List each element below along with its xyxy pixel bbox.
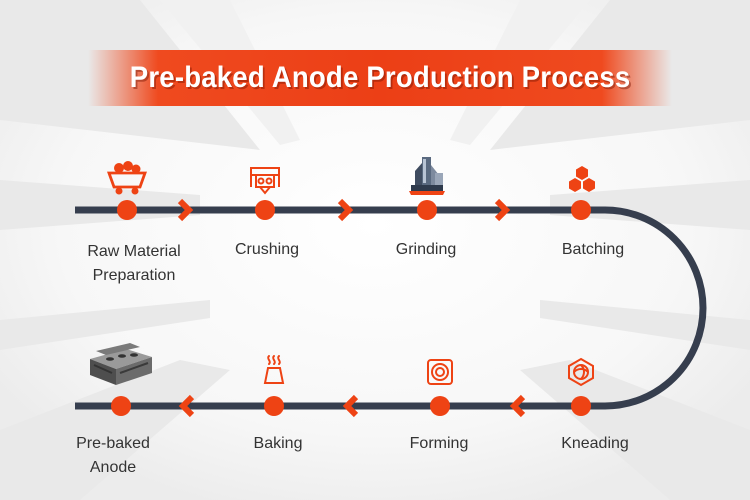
- step-label-grinding: Grinding: [396, 238, 456, 262]
- anode-block-icon: [90, 343, 152, 385]
- grinding-mill-icon: [409, 157, 445, 195]
- step-label-anode: Pre-baked Anode: [76, 432, 150, 480]
- arrow-left-icon: [342, 394, 359, 418]
- step-node-batching: [571, 200, 591, 220]
- step-node-baking: [264, 396, 284, 416]
- step-label-batching: Batching: [562, 238, 624, 262]
- title-banner: Pre-baked Anode Production Process: [88, 50, 672, 106]
- page-title: Pre-baked Anode Production Process: [129, 61, 631, 94]
- furnace-icon: [263, 355, 285, 384]
- step-node-kneading: [571, 396, 591, 416]
- step-label-raw-material: Raw Material Preparation: [87, 240, 180, 288]
- mine-cart-icon: [107, 161, 147, 195]
- step-label-line: Batching: [561, 241, 625, 258]
- step-label-baking: Baking: [254, 432, 303, 456]
- step-node-raw-material: [117, 200, 137, 220]
- step-label-line: Kneading: [561, 435, 629, 452]
- step-node-anode: [111, 396, 131, 416]
- step-node-forming: [430, 396, 450, 416]
- step-label-forming: Forming: [410, 432, 469, 456]
- step-label-line: Pre-baked: [76, 435, 150, 452]
- kneading-icon: [568, 357, 594, 387]
- step-node-grinding: [417, 200, 437, 220]
- step-node-crushing: [255, 200, 275, 220]
- hexagon-cluster-icon: [569, 166, 595, 192]
- step-label-line: Anode: [89, 459, 137, 476]
- arrow-right-icon: [337, 198, 354, 222]
- step-label-crushing: Crushing: [235, 238, 299, 262]
- arrow-left-icon: [509, 394, 526, 418]
- arrow-right-icon: [494, 198, 511, 222]
- step-label-line: Crushing: [234, 241, 300, 258]
- arrow-left-icon: [178, 394, 195, 418]
- forming-mold-icon: [427, 359, 453, 385]
- step-label-line: Raw Material: [87, 243, 181, 260]
- track-line: [75, 206, 707, 410]
- step-label-kneading: Kneading: [561, 432, 629, 456]
- step-label-line: Baking: [253, 435, 303, 452]
- step-label-line: Forming: [409, 435, 469, 452]
- arrow-right-icon: [177, 198, 194, 222]
- step-label-line: Grinding: [395, 241, 457, 258]
- crusher-icon: [250, 167, 280, 195]
- step-label-line: Preparation: [92, 267, 176, 284]
